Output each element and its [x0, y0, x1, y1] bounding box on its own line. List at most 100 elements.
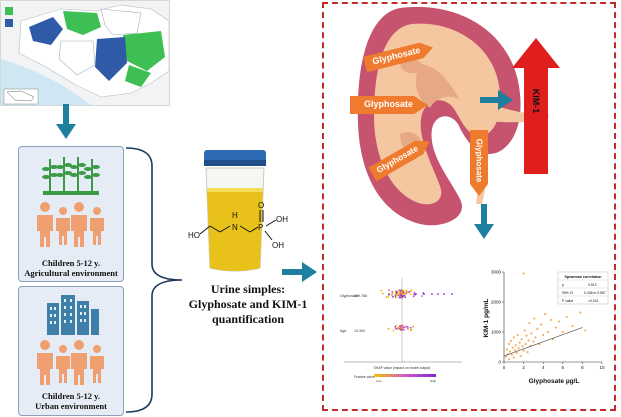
glyphosate-arrow-2: Glyphosate [350, 96, 428, 114]
scatter-y-tick: 1000 [491, 330, 502, 335]
shap-row-label: Glyphosate [340, 294, 358, 298]
shap-point [443, 293, 445, 295]
trend-line [503, 327, 583, 357]
scatter-point [534, 336, 537, 339]
sample-line-3: quantification [211, 312, 284, 326]
buildings-icon [47, 295, 99, 335]
scatter-point [557, 320, 560, 323]
scatter-point [516, 333, 519, 337]
state [100, 8, 142, 36]
shap-row-value: 10.304 [354, 329, 365, 333]
scatter-point [518, 341, 521, 344]
shap-point [394, 296, 397, 299]
spearman-table: Spearman correlation ρ 0.513 95% CI 0.43… [557, 271, 609, 305]
molecule-o: O [258, 201, 264, 210]
scatter-point [525, 334, 528, 337]
study-area-map [0, 0, 170, 106]
agri-state [63, 11, 101, 35]
shap-point [391, 291, 394, 293]
scatter-point [515, 351, 518, 355]
scatter-point [540, 323, 543, 326]
kim1-label: KIM-1 [531, 88, 541, 114]
shap-point [380, 289, 383, 292]
molecule-oh-bottom: OH [272, 241, 284, 250]
urban-state [29, 17, 63, 45]
glyphosate-label-2: Glyphosate [364, 99, 414, 109]
analysis-box [322, 2, 616, 411]
scatter-point [509, 339, 512, 343]
glyphosate-arrow-1: Glyphosate [363, 40, 435, 73]
scatter-point [524, 342, 527, 346]
scatter-x-label: Glyphosate µg/L [529, 378, 580, 385]
shap-point [405, 292, 408, 295]
shap-point [394, 291, 397, 294]
shap-point [413, 291, 416, 294]
scatter-point [512, 356, 515, 359]
agricultural-age-label: Children 5-12 y. [41, 258, 101, 268]
shap-point [395, 290, 398, 292]
shap-point [409, 326, 412, 329]
shap-row-label: Age [340, 329, 346, 333]
plants-icon [42, 157, 100, 195]
shap-point [410, 328, 412, 331]
shap-point [407, 328, 409, 330]
right-arrow [282, 262, 317, 282]
inset-map [3, 88, 39, 105]
scatter-point [584, 329, 587, 332]
scatter-point [508, 350, 511, 353]
colorbar-title: Feature value [354, 375, 375, 379]
spearman-p-value: <0.001 [588, 299, 599, 303]
agricultural-environment-label: Agricultural environment [24, 268, 118, 278]
scatter-x-tick: 0 [503, 365, 506, 370]
scatter-point [522, 349, 525, 352]
shap-point [396, 294, 399, 296]
shap-point [392, 296, 394, 298]
shap-point [401, 294, 404, 297]
scatter-point [527, 339, 530, 342]
spearman-ci-value: 0.436 to 0.557 [584, 291, 606, 295]
glyphosate-molecule: HO N H P O OH OH [188, 201, 288, 250]
shap-point [388, 293, 390, 296]
shap-point [421, 295, 423, 297]
colorbar-low: Low [376, 379, 382, 383]
scatter-point [571, 324, 574, 328]
glyphosate-arrow-3: Glyphosate [368, 135, 433, 182]
urban-illustration [37, 295, 104, 385]
urine-sample-cup [204, 150, 266, 272]
kim1-arrow [480, 90, 513, 110]
scatter-point [561, 330, 564, 334]
shap-point [405, 325, 408, 328]
shap-point [387, 295, 390, 298]
shap-point [402, 291, 405, 294]
scatter-point [520, 338, 523, 341]
scatter-point [522, 272, 525, 275]
shap-row-value: 149.768 [354, 294, 367, 298]
scatter-point [528, 321, 531, 325]
scatter-point [532, 340, 535, 343]
scatter-point [512, 336, 515, 339]
molecule-n: N [232, 223, 238, 232]
shap-point [412, 295, 415, 298]
scatter-point [530, 332, 533, 335]
scatter-point [507, 358, 510, 361]
kim1-increase-arrow [512, 38, 560, 174]
spearman-title: Spearman correlation [565, 275, 602, 279]
shap-point [405, 291, 408, 293]
scatter-x-tick: 10 [599, 365, 605, 370]
shap-point [398, 327, 401, 330]
shap-point [394, 295, 397, 297]
colorbar [374, 374, 436, 377]
scatter-point [511, 346, 514, 349]
shap-point [403, 295, 405, 297]
shap-point [388, 289, 390, 291]
shap-point [406, 326, 409, 329]
scatter-point [513, 349, 516, 352]
molecule-p: P [258, 223, 263, 232]
urine-liquid [207, 188, 263, 271]
sample-line-2: Glyphosate and KIM-1 [188, 297, 308, 311]
urban-environment-label: Urban environment [35, 401, 107, 411]
scatter-point [505, 348, 508, 351]
shap-x-label: SHAP value (impact on model output) [374, 366, 431, 370]
map-svg [1, 1, 170, 105]
glyphosate-label-4: Glyphosate [474, 138, 484, 183]
